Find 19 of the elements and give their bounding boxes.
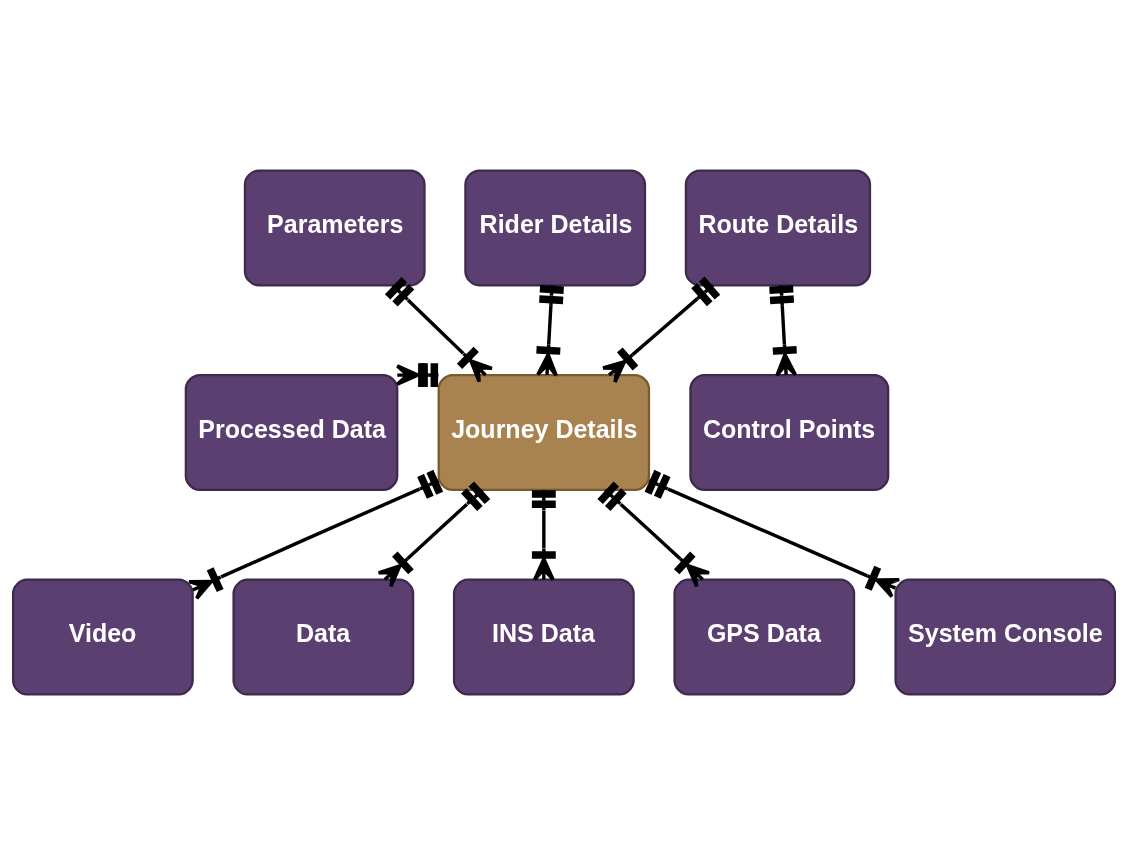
connector [597,481,711,588]
node-box: Rider Details [464,169,647,287]
connector [376,481,491,588]
node-box: Control Points [689,373,890,492]
node-box: Route Details [684,169,872,287]
connector [536,285,564,378]
node-box: Journey Details [437,373,651,492]
connector [769,285,798,378]
connector [601,276,721,384]
node-box: Video [11,578,194,696]
node-box: System Console [894,578,1117,696]
connector [187,469,444,601]
node-box: Data [232,578,415,696]
connector [644,469,901,599]
connector [384,277,494,384]
node-box: Parameters [243,169,426,287]
node-box: INS Data [452,578,635,696]
node-box: GPS Data [673,578,856,696]
node-box: Processed Data [184,373,399,492]
